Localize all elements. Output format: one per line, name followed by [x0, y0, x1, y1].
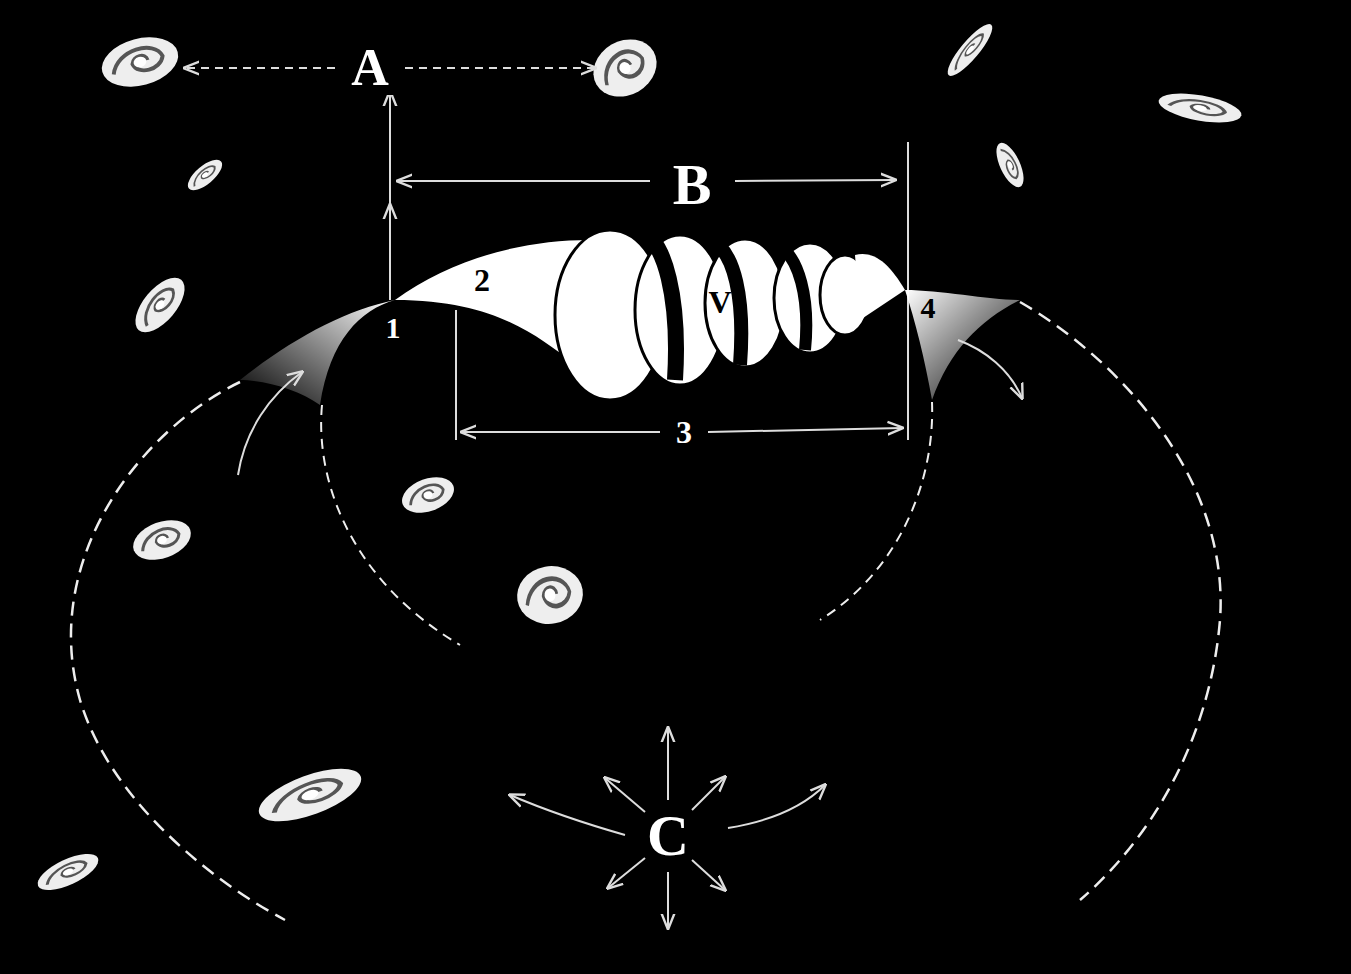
callout-number: 2: [470, 263, 494, 297]
callout-number: 3: [672, 415, 696, 449]
region-letter: B: [669, 155, 716, 215]
galaxies: [33, 19, 1244, 897]
callout-number: 1: [382, 312, 405, 344]
ribbon-tunnel: [395, 230, 905, 400]
region-letter: C: [643, 806, 693, 866]
callout-number: 4: [917, 292, 940, 324]
region-letter: A: [347, 41, 393, 95]
dashed-loops: [71, 302, 1221, 920]
dimension-lines: [185, 68, 908, 440]
callout-number: V: [704, 285, 735, 319]
expansion-arrows: [510, 728, 825, 928]
